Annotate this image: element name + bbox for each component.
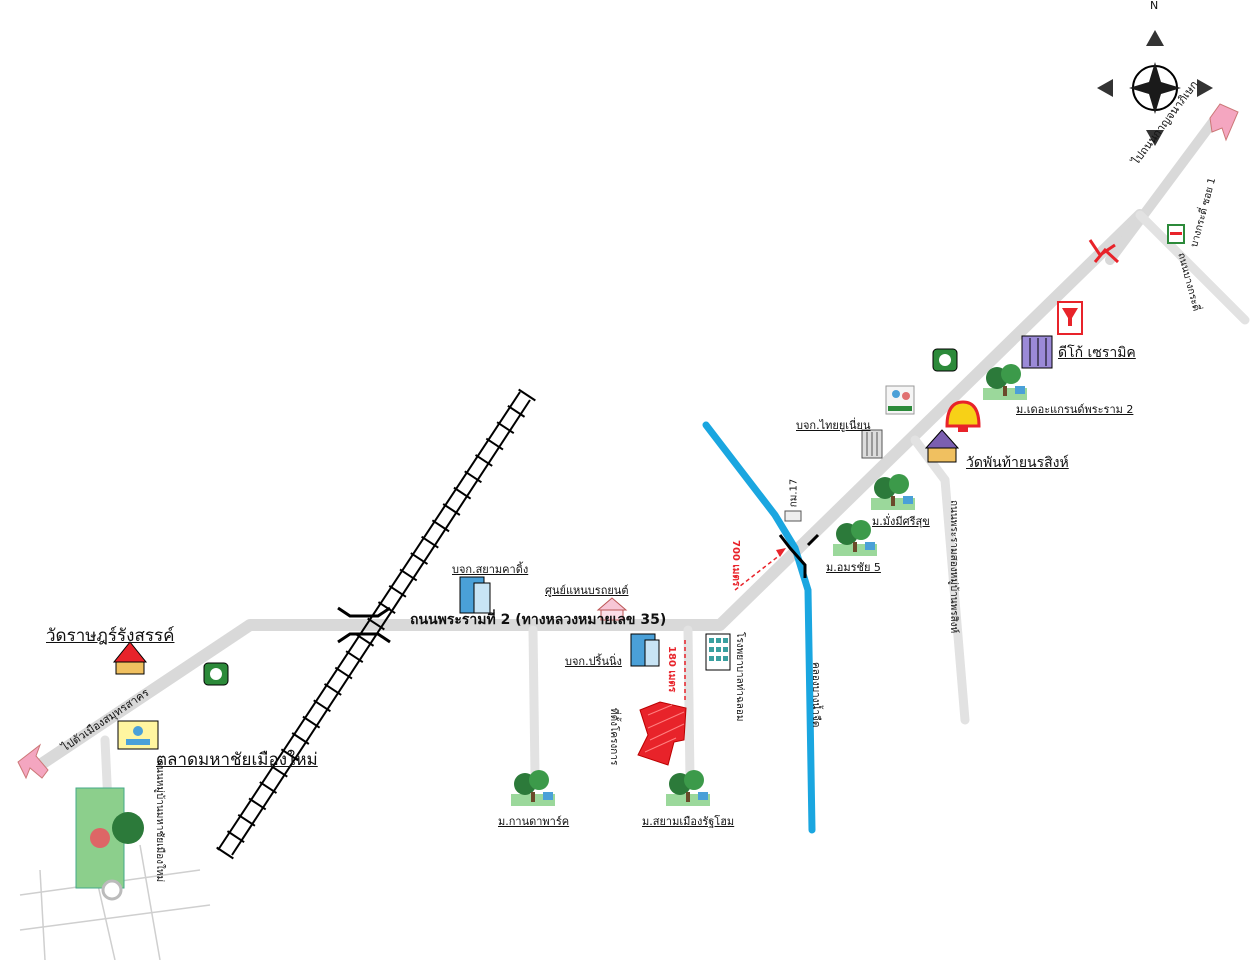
road-side-east: ถนนพระรามสองหมู่บ้านพรสิงห์ — [948, 500, 959, 634]
rail-tie — [313, 699, 331, 713]
temple-icon — [112, 641, 148, 675]
project-site-hatch — [644, 704, 685, 753]
road-main: ถนนพระรามที่ 2 (ทางหลวงหมายเลข 35) — [410, 612, 667, 628]
place-dico: ดีโก้ เซรามิค — [1058, 345, 1136, 361]
place-talad: ตลาดมหาชัยเมืองใหม่ — [156, 750, 318, 770]
rail-tie — [474, 454, 493, 467]
project-site — [637, 701, 687, 766]
hospital-building-icon — [705, 633, 731, 671]
rail-tie — [442, 503, 461, 516]
tree-village-icon — [983, 364, 1027, 400]
distance-700-arrowhead — [776, 548, 786, 557]
place-service-center: ศูนย์แหนบรถยนต์ — [545, 584, 629, 597]
rail-tie — [345, 650, 364, 664]
place-wat-rat: วัดราษฎร์รังสรรค์ — [46, 626, 175, 646]
rail-tie — [485, 437, 504, 451]
rail-tie — [280, 748, 299, 762]
rail-tie — [431, 519, 450, 533]
shell-icon — [945, 400, 981, 432]
rail-tie — [367, 617, 385, 631]
compass-rose-icon — [1097, 30, 1213, 146]
ceramic-building-icon — [1021, 335, 1053, 369]
place-amornchai: ม.อมรชัย 5 — [826, 561, 881, 574]
tree-village-icon — [833, 520, 877, 556]
factory-building-icon — [861, 429, 883, 459]
isuzu-icon — [1057, 301, 1083, 335]
park-icon — [75, 787, 144, 889]
tree-village-icon — [871, 474, 915, 510]
rail-tie — [464, 470, 482, 484]
roundabout-icon — [101, 879, 123, 901]
temple-icon — [924, 429, 960, 463]
km-marker-icon — [784, 510, 802, 522]
place-hospital: โรงพยาบาลท่าฉลอม — [734, 632, 745, 722]
distance-700-label: 700 เมตร — [730, 540, 741, 587]
rail-tie — [388, 584, 407, 598]
place-wat-phan: วัดพันท้ายนรสิงห์ — [966, 455, 1069, 471]
place-site: ที่ตั้งโครงการ — [608, 708, 619, 766]
road-side-west: ถนนหมู่บ้านมหาชัยเมืองใหม่ — [154, 760, 165, 883]
village-icons — [511, 364, 1027, 806]
rail-tie — [334, 666, 353, 680]
place-printing: บจก.ปริ้นนิ่ง — [565, 655, 622, 668]
market-icon — [117, 720, 159, 750]
rail-tie — [518, 388, 536, 402]
distance-180-label: 180 เมตร — [666, 646, 677, 693]
road-km: กม.17 — [788, 478, 800, 508]
tree-village-icon — [511, 770, 555, 806]
rail-tie — [270, 764, 288, 778]
rail-tie — [496, 421, 515, 435]
place-moo-ban-ka: ม.กานดาพาร์ค — [498, 815, 570, 828]
distance-700 — [734, 554, 781, 591]
tree-village-icon — [666, 770, 710, 806]
arrow-to-bangkok — [1209, 103, 1239, 142]
house-icon — [596, 597, 628, 621]
compass-north-label: N — [1150, 0, 1159, 12]
gas-station-icon — [932, 348, 958, 372]
rail-tie — [507, 405, 526, 418]
rail-tie — [453, 486, 472, 500]
rail-tie — [248, 797, 267, 811]
side-roads — [100, 210, 1250, 895]
place-thai-union: บจก.ไทยยูเนี่ยน — [796, 419, 871, 432]
rail-tie — [399, 568, 418, 582]
rail-tie — [216, 846, 234, 860]
canal — [702, 421, 816, 834]
rail-tie — [237, 813, 256, 827]
rail-tie — [291, 732, 310, 745]
rail-tie — [259, 781, 278, 794]
rail-tie — [356, 634, 375, 647]
rail-tie — [410, 552, 429, 565]
place-grand: ม.เดอะแกรนด์พระราม 2 — [1016, 403, 1134, 416]
canal-bridge — [778, 533, 820, 578]
building-icon — [459, 576, 491, 614]
rail-tie — [323, 683, 342, 696]
junction-icon — [1088, 239, 1120, 264]
main-road — [34, 110, 1223, 771]
canal-label: คลองบางน้ำจืด — [810, 662, 821, 728]
arrow-to-samut-sakhon — [17, 743, 49, 780]
place-mang-mee: ม.มั่งมีศรีสุข — [872, 515, 930, 528]
building-icon — [630, 633, 660, 667]
rail-tie — [226, 830, 245, 843]
rail-tie — [421, 535, 439, 549]
rail-bridge — [337, 606, 391, 644]
place-siam-ka: บจก.สยามคาดิ้ง — [452, 563, 529, 576]
rail-tie — [302, 715, 321, 729]
workers-icon — [885, 385, 915, 415]
seven-eleven-icon — [1167, 224, 1185, 244]
railway — [216, 388, 536, 860]
rail-tie — [377, 601, 396, 614]
place-siam-home: ม.สยามเมืองรัฐโฮม — [642, 815, 735, 828]
gas-station-icon — [203, 662, 229, 686]
